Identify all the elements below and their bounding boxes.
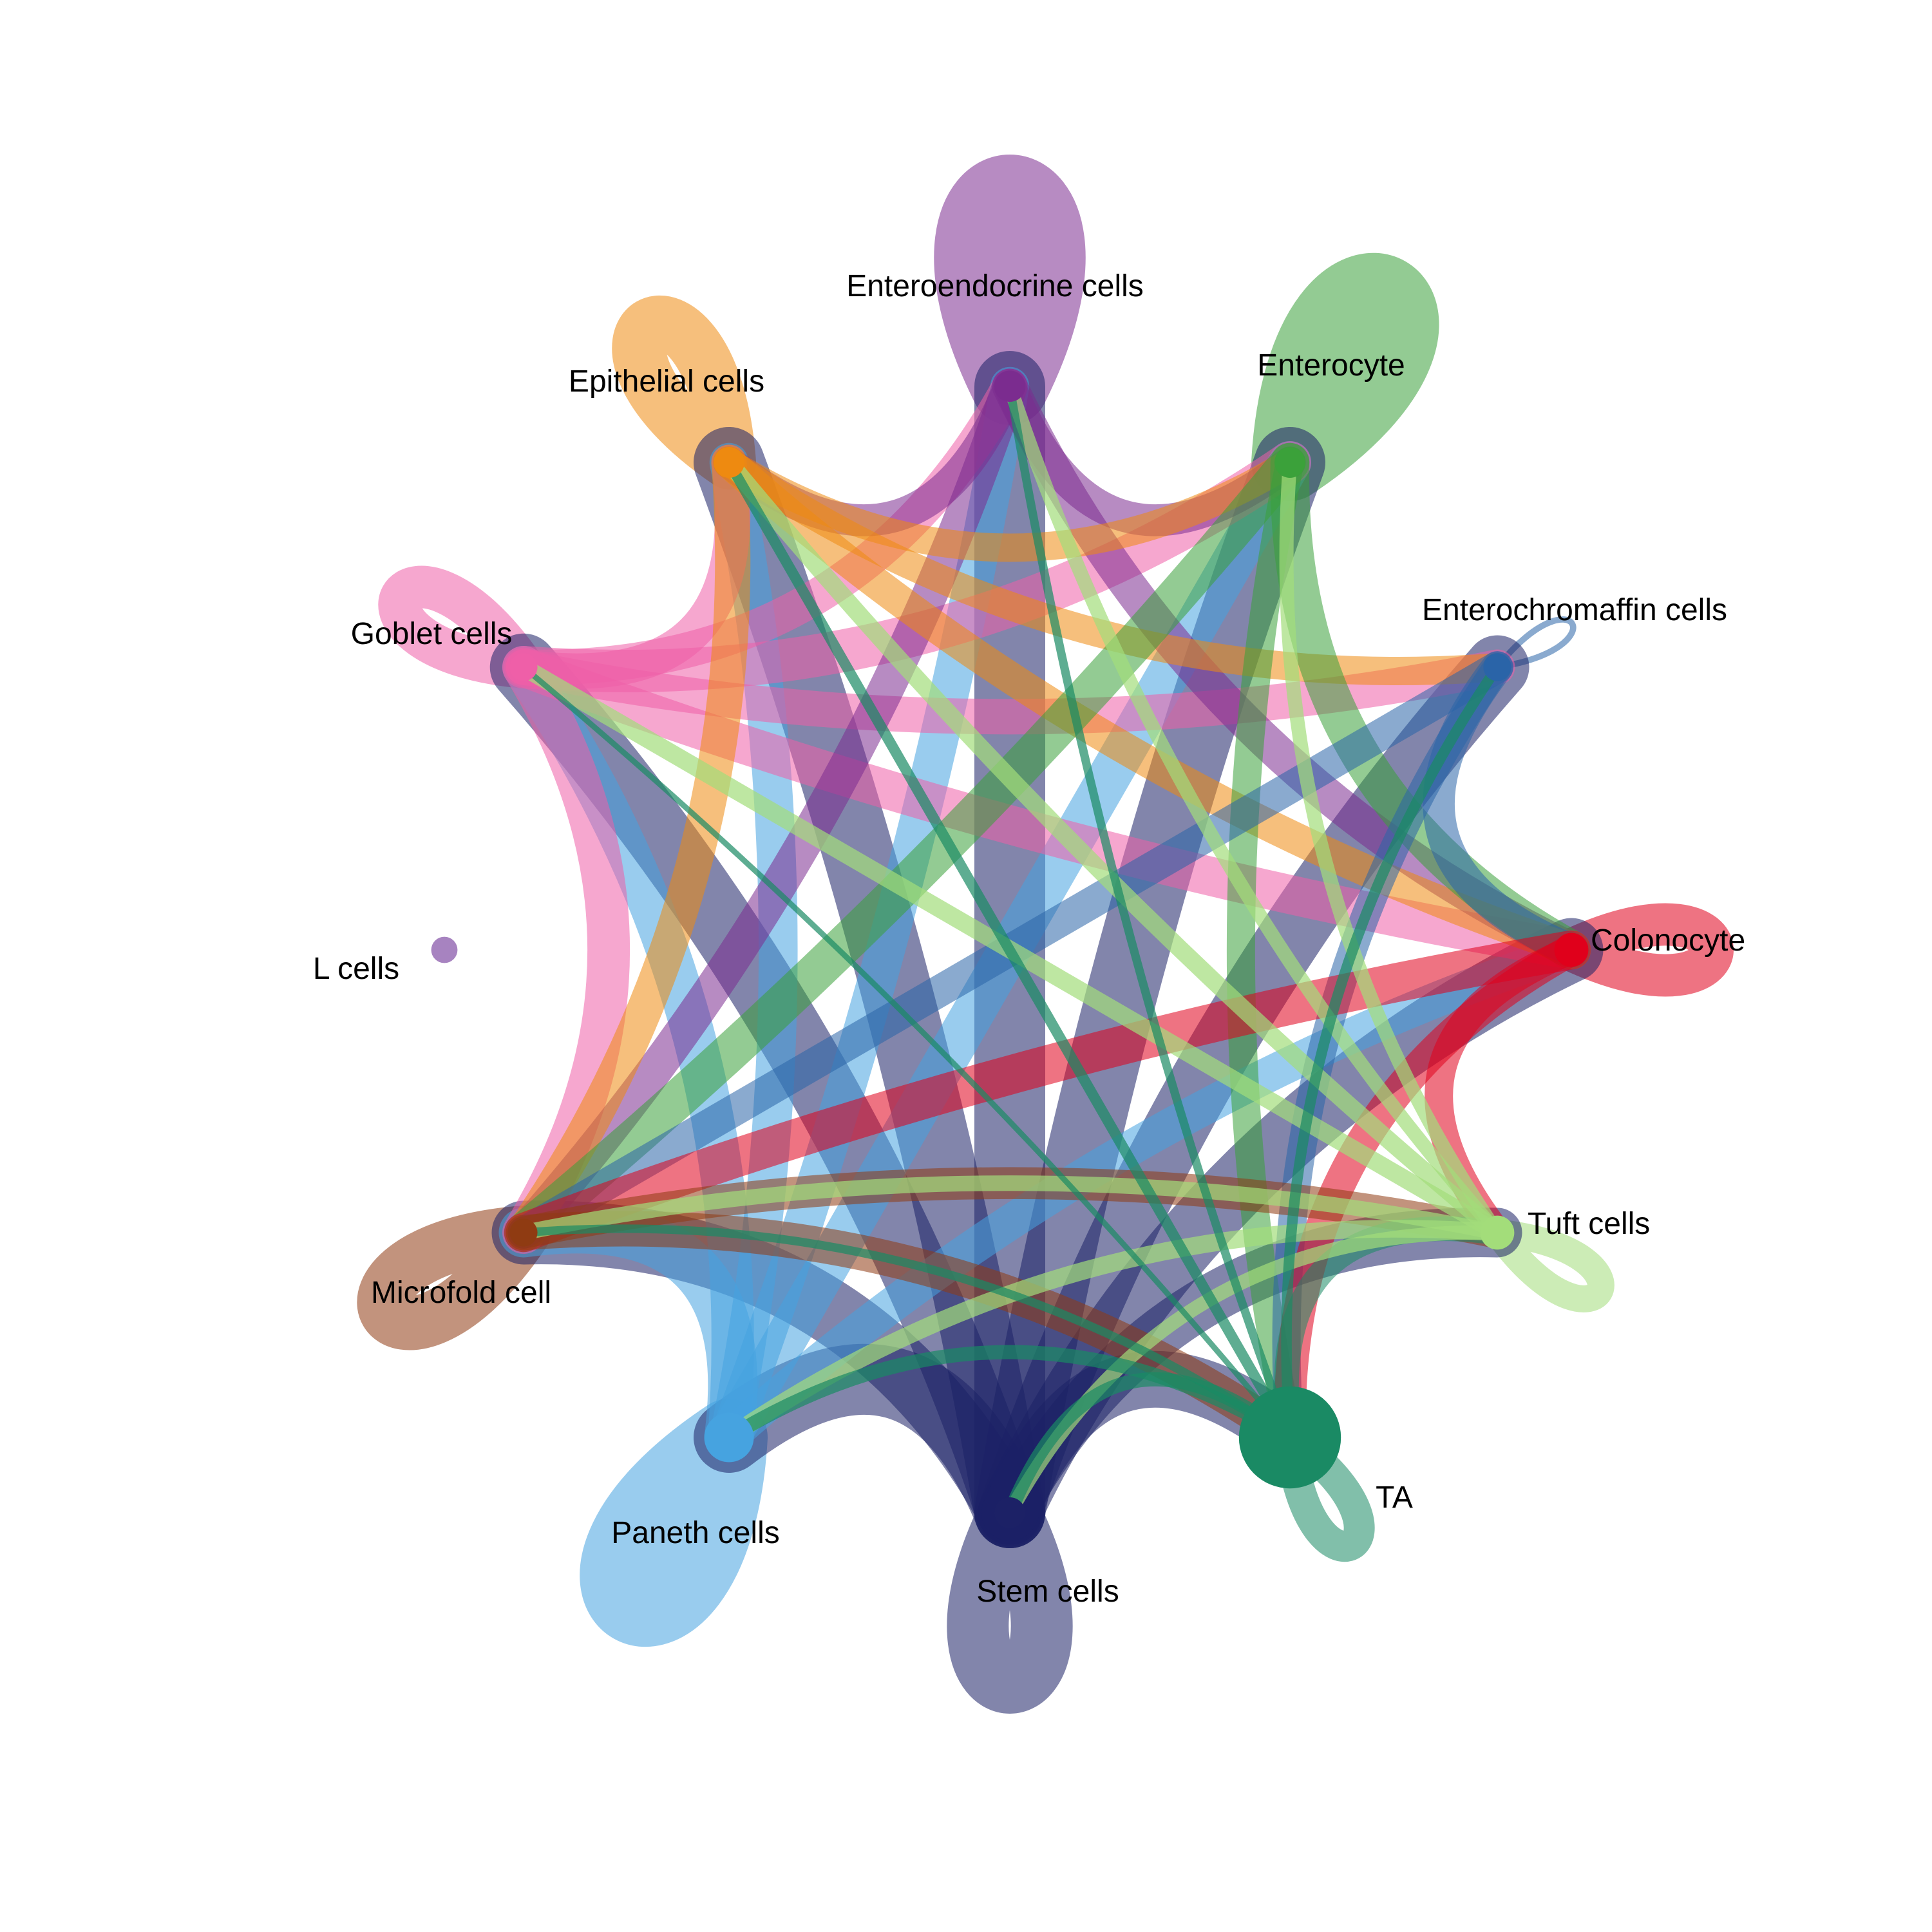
node-tuft — [1480, 1215, 1515, 1250]
self-loop-ta — [1274, 1422, 1375, 1562]
self-loop-enteroendocrine — [934, 155, 1086, 425]
edge-ta-to-epithelial — [723, 457, 1296, 1443]
edge-tuft-to-epithelial — [720, 453, 1506, 1242]
label-enterocyte: Enterocyte — [1257, 348, 1405, 383]
self-loops — [357, 155, 1734, 1714]
label-stem: Stem cells — [976, 1575, 1119, 1609]
self-loop-goblet — [378, 565, 545, 688]
node-ta — [1238, 1386, 1341, 1489]
self-loop-enterochromaffin — [1494, 616, 1577, 670]
label-lcells: L cells — [313, 952, 399, 986]
self-loop-microfold — [357, 1206, 551, 1350]
label-enteroendocrine: Enteroendocrine cells — [846, 269, 1144, 303]
label-tuft: Tuft cells — [1528, 1207, 1650, 1241]
node-enterochromaffin — [1483, 653, 1511, 681]
node-microfold — [509, 1218, 538, 1247]
label-microfold: Microfold cell — [371, 1276, 551, 1310]
edge-goblet-to-colonocyte — [504, 647, 1591, 970]
node-goblet — [509, 653, 538, 681]
label-paneth: Paneth cells — [611, 1516, 780, 1550]
edge-tuft-to-microfold — [515, 1175, 1506, 1241]
edge-enterocyte-to-microfold — [504, 442, 1310, 1253]
node-stem — [994, 1497, 1025, 1528]
edge-tuft-to-paneth — [720, 1220, 1506, 1446]
node-colonocyte — [1554, 933, 1589, 967]
edge-ta-to-microfold — [519, 1224, 1294, 1442]
self-loop-enterocyte — [1251, 252, 1439, 501]
edge-ta-to-enteroendocrine — [1005, 382, 1294, 1442]
label-colonocyte: Colonocyte — [1591, 923, 1745, 958]
edge-ta-to-goblet — [520, 664, 1293, 1441]
self-loop-stem — [947, 1482, 1073, 1714]
edge-colonocyte-to-microfold — [504, 930, 1591, 1253]
edge-epithelial-to-microfold — [506, 444, 751, 1251]
node-epithelial — [714, 447, 744, 478]
label-epithelial: Epithelial cells — [569, 365, 764, 399]
node-paneth — [704, 1412, 754, 1463]
label-enterochromaffin: Enterochromaffin cells — [1422, 593, 1727, 627]
edge-epithelial-to-colonocyte — [713, 446, 1587, 966]
edge-paneth-to-epithelial — [709, 442, 798, 1457]
self-loop-colonocyte — [1550, 903, 1734, 997]
edge-ta-to-enterochromaffin — [1281, 661, 1503, 1443]
edge-tuft-to-enterocyte — [1279, 455, 1504, 1240]
edge-epithelial-to-enterocyte — [715, 448, 1304, 562]
edge-goblet-to-enterochromaffin — [506, 649, 1515, 735]
node-labels: Enteroendocrine cellsEnterocyteEnterochr… — [313, 269, 1745, 1609]
node-lcells — [431, 936, 458, 963]
node-enteroendocrine — [994, 371, 1025, 402]
self-loop-epithelial — [612, 295, 756, 489]
self-loop-tuft — [1484, 1219, 1615, 1312]
cell-type-nodes — [431, 371, 1589, 1528]
label-ta: TA — [1376, 1481, 1413, 1515]
interaction-edges — [489, 351, 1604, 1548]
node-enterocyte — [1274, 447, 1305, 478]
self-loop-paneth — [580, 1399, 768, 1647]
edge-enterocyte-to-ta — [1226, 448, 1304, 1452]
edge-tuft-to-enteroendocrine — [1003, 379, 1504, 1240]
label-goblet: Goblet cells — [351, 617, 513, 651]
